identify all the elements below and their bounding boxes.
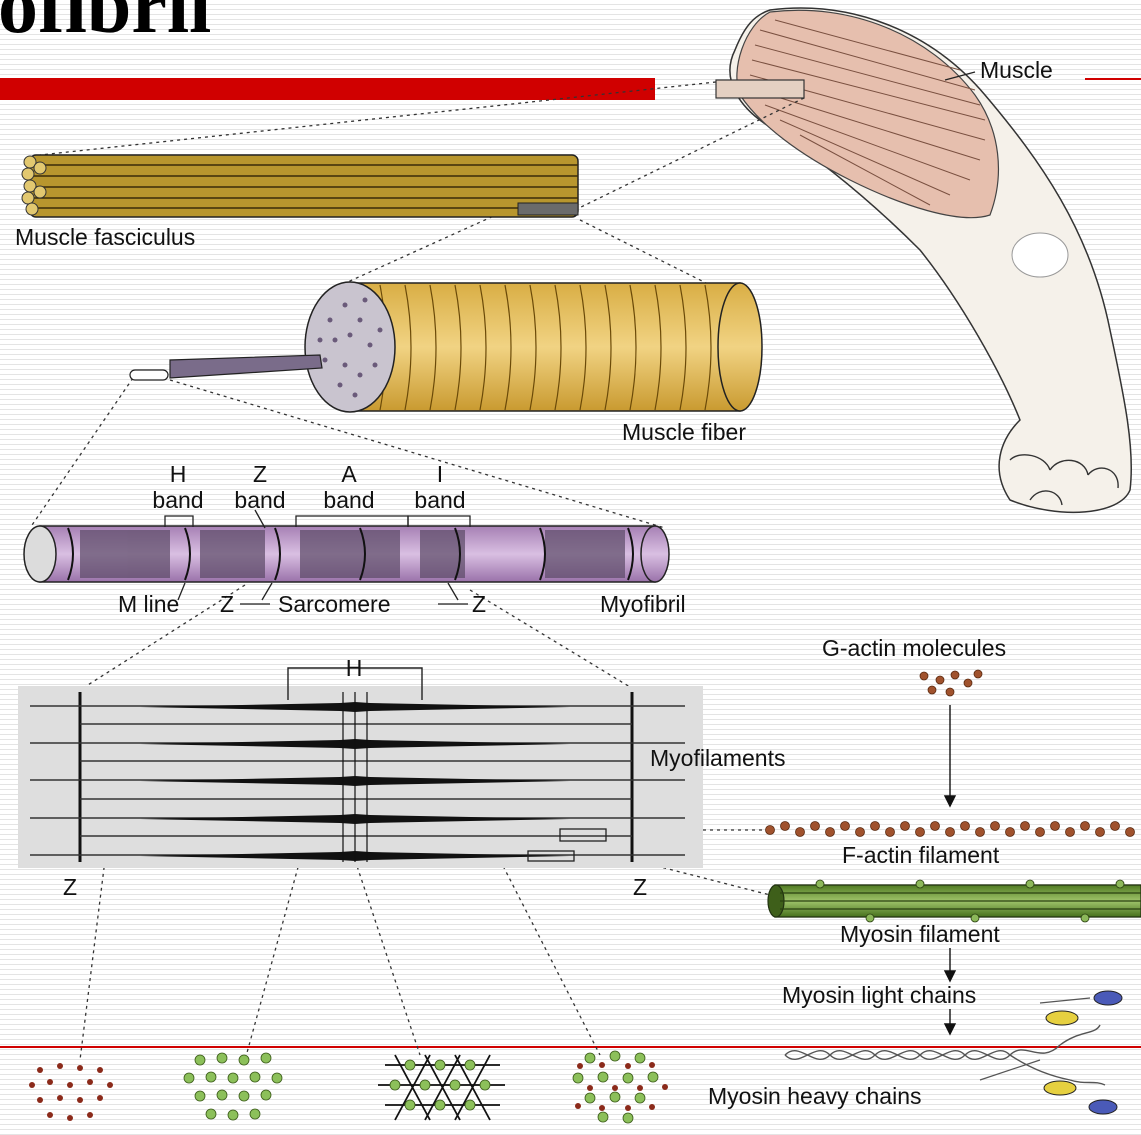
- z-line-left-label: Z: [220, 591, 234, 617]
- myosin-heavy-chains-label: Myosin heavy chains: [708, 1083, 922, 1109]
- z-line-bottom-left-label: Z: [63, 874, 77, 900]
- arrow-actin-polymerize: [945, 705, 955, 806]
- fasciculus-label: Muscle fasciculus: [15, 224, 195, 250]
- muscle-fasciculus-bundle: [22, 155, 578, 217]
- a-band-letter: A: [341, 461, 357, 487]
- z-band-word: band: [234, 487, 285, 513]
- myosin-filament: [768, 880, 1141, 922]
- myofilaments-label: Myofilaments: [650, 745, 785, 771]
- myosin-light-chains-label: Myosin light chains: [782, 982, 976, 1008]
- h-band-letter: H: [170, 461, 187, 487]
- cross-section-m-line: [378, 1055, 505, 1120]
- muscle-fiber: [130, 282, 762, 412]
- arrow-myosin-filament: [945, 948, 955, 981]
- g-actin-label: G-actin molecules: [822, 635, 1006, 661]
- muscle-fiber-label: Muscle fiber: [622, 419, 746, 445]
- a-band-word: band: [323, 487, 374, 513]
- z-band-letter: Z: [253, 461, 267, 487]
- cross-section-a-band: [573, 1051, 668, 1123]
- arrow-myosin-light: [945, 1009, 955, 1034]
- arm-illustration: [716, 8, 1131, 512]
- cross-section-i-band: [29, 1063, 113, 1121]
- m-line-label: M line: [118, 591, 179, 617]
- cross-section-h-zone: [184, 1053, 282, 1120]
- g-actin-molecules: [920, 670, 982, 696]
- h-zone-label: H: [346, 655, 363, 681]
- sarcomere-label: Sarcomere: [278, 591, 390, 617]
- f-actin-label: F-actin filament: [842, 842, 1000, 868]
- myosin-filament-label: Myosin filament: [840, 921, 1000, 947]
- myofibril: [24, 510, 669, 604]
- i-band-word: band: [414, 487, 465, 513]
- h-band-word: band: [152, 487, 203, 513]
- muscle-label: Muscle: [980, 57, 1053, 83]
- z-line-right-label: Z: [472, 591, 486, 617]
- i-band-letter: I: [437, 461, 443, 487]
- myofibril-label: Myofibril: [600, 591, 686, 617]
- z-line-bottom-right-label: Z: [633, 874, 647, 900]
- sarcomere-myofilaments-panel: [18, 668, 703, 868]
- f-actin-filament: [766, 822, 1135, 837]
